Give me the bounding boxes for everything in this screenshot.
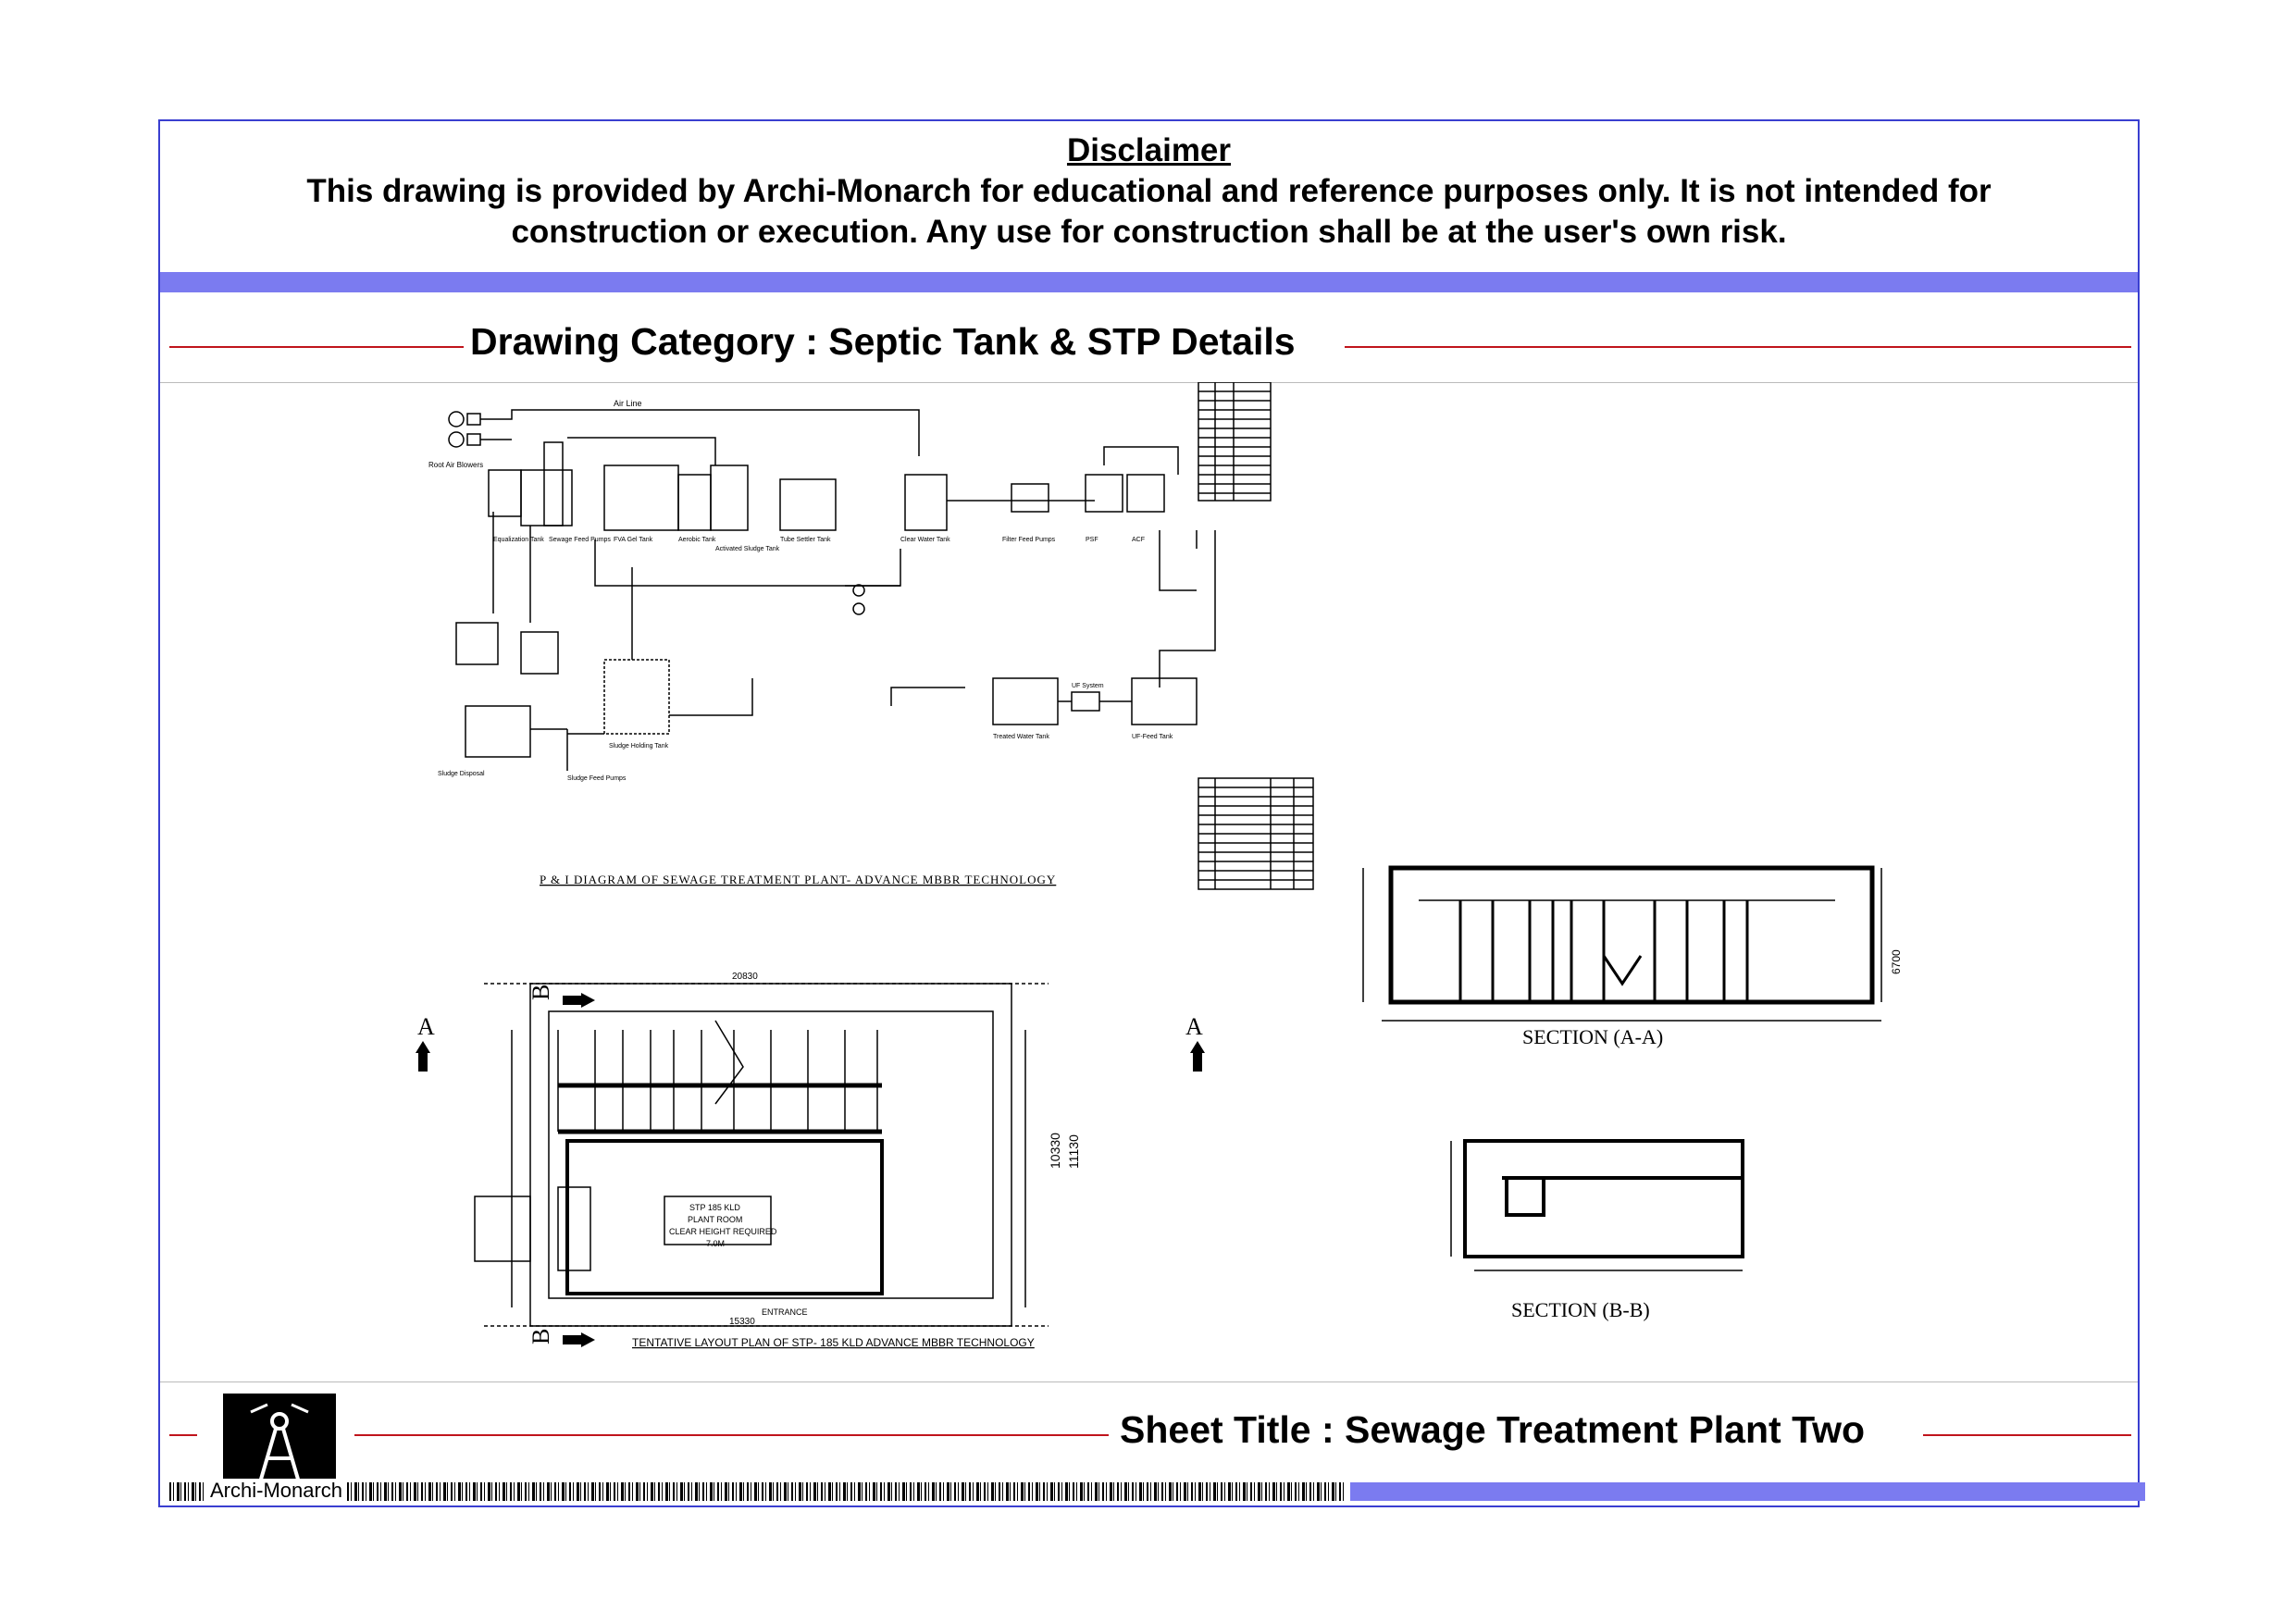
drawing-labels: Air Line Root Air Blowers Equalization T… (428, 399, 1903, 1349)
layout-plan (474, 983, 1049, 1327)
dim-overall-width-bottom: 15330 (729, 1317, 755, 1327)
marker-a-right: A (1185, 1013, 1203, 1040)
plant-room-line-3: CLEAR HEIGHT REQUIRED (669, 1227, 777, 1236)
pid-label-psf: PSF (1086, 537, 1098, 543)
section-bb (1450, 1139, 1744, 1271)
layout-plan-title: TENTATIVE LAYOUT PLAN OF STP- 185 KLD AD… (632, 1336, 1035, 1349)
marker-b-bottom: B (527, 1329, 554, 1344)
footer-left-rule (354, 1434, 1109, 1436)
dim-overall-width: 20830 (732, 972, 758, 982)
pid-label-fva: FVA Gel Tank (614, 537, 653, 543)
section-bb-title: SECTION (B-B) (1511, 1298, 1650, 1321)
pid-label-aerobic: Aerobic Tank (678, 537, 716, 543)
pid-label-activated-sludge: Activated Sludge Tank (715, 546, 780, 552)
legend-tables (1198, 381, 1314, 890)
pid-label-sludge-pumps: Sludge Feed Pumps (567, 775, 627, 782)
pid-label-uf-feed: UF-Feed Tank (1132, 734, 1173, 740)
pid-label-tube-settler: Tube Settler Tank (780, 537, 831, 543)
pid-label-blowers: Root Air Blowers (428, 461, 483, 469)
section-aa (1362, 865, 1882, 1022)
category-header: Drawing Category : Septic Tank & STP Det… (160, 292, 2138, 383)
disclaimer-block: Disclaimer This drawing is provided by A… (160, 121, 2138, 272)
footer-short-rule (169, 1434, 197, 1436)
footer-block: Sheet Title : Sewage Treatment Plant Two… (160, 1381, 2145, 1508)
category-left-rule (169, 346, 464, 348)
sheet-frame: Disclaimer This drawing is provided by A… (158, 119, 2145, 1508)
section-markers: B B A A (413, 985, 1205, 1347)
category-right-rule (1345, 346, 2131, 348)
top-blue-band (160, 272, 2138, 292)
section-aa-title: SECTION (A-A) (1522, 1025, 1663, 1048)
plant-room-line-2: PLANT ROOM (688, 1215, 742, 1224)
drawing-area: B B A A Air Line Root Air Blowers Equali… (160, 381, 2138, 1502)
pid-diagram (448, 409, 1216, 771)
marker-b-top: B (527, 985, 554, 1000)
bottom-blue-band (1350, 1482, 2145, 1501)
dim-height-left: 10330 (1048, 1133, 1062, 1169)
category-title: Drawing Category : Septic Tank & STP Det… (470, 320, 1296, 363)
brand-name: Archi-Monarch (206, 1479, 347, 1503)
disclaimer-text: This drawing is provided by Archi-Monarc… (306, 173, 1992, 250)
pid-label-acf: ACF (1132, 537, 1145, 543)
technical-drawing: B B A A Air Line Root Air Blowers Equali… (413, 381, 1903, 1349)
marker-a-left: A (417, 1013, 435, 1040)
dim-section-height: 6700 (1890, 949, 1903, 974)
air-line-label: Air Line (614, 399, 642, 408)
compass-logo-icon (250, 1403, 309, 1483)
pid-label-sludge-holding: Sludge Holding Tank (609, 743, 669, 750)
sheet-title: Sheet Title : Sewage Treatment Plant Two (1120, 1408, 1866, 1451)
plant-room-line-4: 7.0M (706, 1239, 725, 1248)
entrance-label: ENTRANCE (762, 1307, 808, 1317)
pid-label-clear-water: Clear Water Tank (900, 537, 950, 543)
footer-right-rule (1923, 1434, 2131, 1436)
pid-label-sludge-disposal: Sludge Disposal (438, 771, 485, 777)
pid-label-filter-pumps: Filter Feed Pumps (1002, 537, 1056, 543)
pid-label-equalization: Equalization Tank (493, 537, 544, 543)
pid-label-feed-pumps: Sewage Feed Pumps (549, 537, 611, 543)
archi-monarch-logo (223, 1394, 336, 1492)
barcode-strip (169, 1482, 1345, 1501)
plant-room-line-1: STP 185 KLD (689, 1203, 740, 1212)
pid-diagram-title: P & I DIAGRAM OF SEWAGE TREATMENT PLANT-… (540, 873, 1056, 886)
pid-label-uf: UF System (1072, 683, 1104, 689)
dim-height-right: 11130 (1066, 1134, 1081, 1169)
disclaimer-title: Disclaimer (1066, 132, 1232, 168)
pid-label-treated-water: Treated Water Tank (993, 734, 1049, 740)
